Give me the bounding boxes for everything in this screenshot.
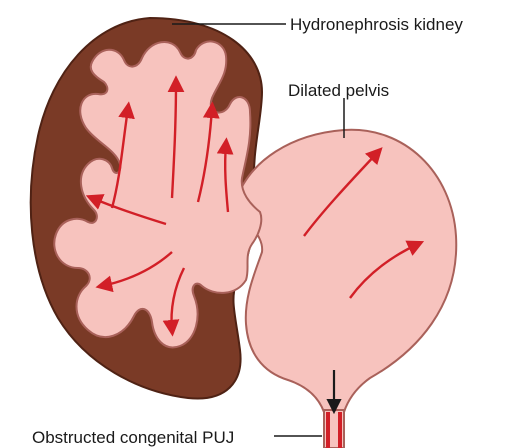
dilated-pelvis bbox=[236, 130, 456, 412]
ureter bbox=[324, 410, 344, 448]
puj-label: Obstructed congenital PUJ bbox=[32, 428, 234, 447]
pelvis-label: Dilated pelvis bbox=[288, 81, 389, 100]
kidney-label: Hydronephrosis kidney bbox=[290, 15, 463, 34]
